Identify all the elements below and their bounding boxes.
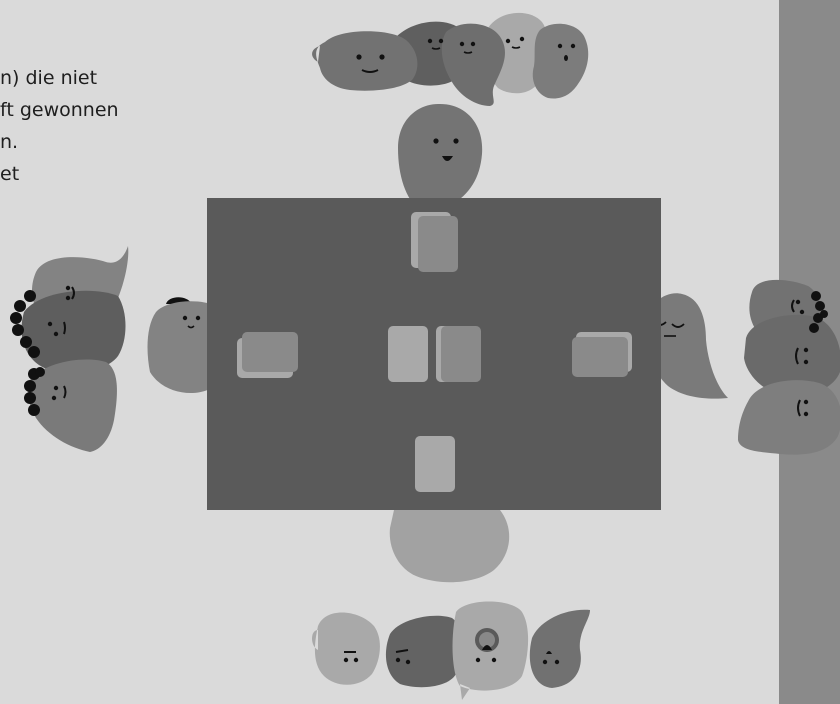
- bottom-card[interactable]: [415, 436, 455, 492]
- center-card-left[interactable]: [388, 326, 428, 382]
- right-card-pile[interactable]: [572, 332, 632, 377]
- top-card-pile[interactable]: [411, 212, 458, 272]
- left-card-pile[interactable]: [237, 332, 298, 378]
- center-card-right[interactable]: [436, 326, 481, 382]
